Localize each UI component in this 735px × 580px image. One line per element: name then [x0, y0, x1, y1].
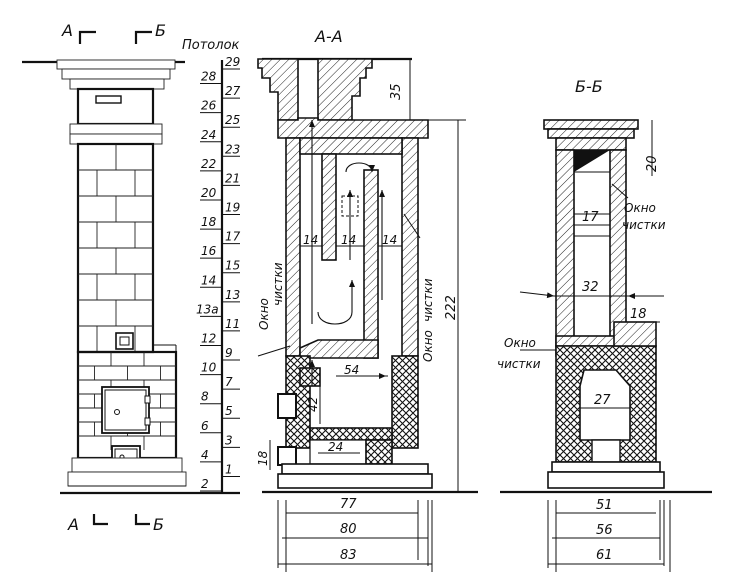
- dim-aa-54: 54: [344, 363, 359, 377]
- dim-aa-35: 35: [389, 83, 404, 100]
- front-view: А Б А Б: [22, 21, 240, 534]
- course-number-right: 29: [225, 55, 240, 69]
- dim-aa-83: 83: [340, 548, 357, 563]
- course-number-left: 16: [201, 244, 217, 258]
- dim-aa-42: 42: [306, 397, 320, 412]
- dim-aa-24: 24: [328, 440, 343, 454]
- dim-bb-32: 32: [582, 280, 599, 295]
- section-mark-a-bottom: [92, 514, 108, 526]
- dim-bb-18: 18: [630, 307, 647, 322]
- course-number-right: 13: [225, 288, 240, 302]
- dim-aa-14a: 14: [303, 233, 318, 247]
- course-number-left: 12: [201, 331, 216, 345]
- course-number-right: 7: [225, 375, 233, 389]
- course-number-right: 1: [225, 462, 233, 476]
- course-number-right: 21: [225, 171, 240, 185]
- course-number-right: 25: [225, 113, 240, 127]
- course-number-left: 6: [201, 419, 209, 433]
- dim-aa-14c: 14: [382, 233, 397, 247]
- dim-bb-56: 56: [596, 523, 613, 538]
- course-number-right: 27: [225, 84, 241, 98]
- dim-aa-222: 222: [444, 295, 459, 320]
- cleanout-aa-left-2: чистки: [271, 262, 285, 306]
- dim-aa-18: 18: [256, 450, 270, 466]
- fire-door: [101, 386, 150, 434]
- course-number-right: 23: [225, 142, 240, 156]
- cleanout-aa-right-2: чистки: [421, 278, 435, 322]
- cleanout-bb-left-1: Окно: [504, 336, 536, 350]
- dim-bb-27: 27: [594, 393, 611, 408]
- course-number-left: 20: [201, 186, 217, 200]
- dim-aa-80: 80: [340, 522, 357, 537]
- label-b-bottom: Б: [153, 515, 164, 534]
- firebox-opening: [579, 369, 631, 441]
- damper-slot: [95, 95, 122, 104]
- course-number-left: 4: [201, 448, 209, 462]
- course-number-left: 28: [201, 70, 217, 84]
- course-number-left: 8: [201, 390, 209, 404]
- label-b-top: Б: [155, 21, 166, 40]
- dim-bb-51: 51: [596, 498, 613, 513]
- course-number-right: 5: [225, 404, 233, 418]
- course-number-left: 10: [201, 361, 217, 375]
- cleanout-door-front: [115, 332, 134, 350]
- cleanout-bb-top-2: чистки: [622, 218, 666, 232]
- section-aa-title: А-А: [314, 27, 343, 46]
- course-scale: Потолок 29282726252423222120191817161514…: [182, 38, 241, 492]
- dim-bb-61: 61: [596, 548, 613, 563]
- section-mark-b-bottom: [134, 514, 150, 526]
- cleanout-aa-left-1: Окно: [257, 298, 271, 330]
- label-a-bottom: А: [67, 515, 79, 534]
- cleanout-bb-top-1: Окно: [624, 201, 656, 215]
- course-number-left: 14: [201, 273, 216, 287]
- section-bb-title: Б-Б: [575, 77, 603, 96]
- course-number-right: 9: [225, 346, 233, 360]
- section-bb: Б-Б: [497, 77, 712, 572]
- cleanout-bb-left-2: чистки: [497, 357, 541, 371]
- course-number-right: 3: [225, 433, 233, 447]
- course-number-left: 22: [201, 157, 216, 171]
- dim-bb-20: 20: [645, 155, 660, 172]
- damper-triangle: [574, 150, 610, 172]
- section-aa: А-А: [256, 27, 478, 572]
- course-number-right: 15: [225, 259, 240, 273]
- course-number-left: 2: [201, 477, 209, 491]
- course-number-right: 17: [225, 230, 241, 244]
- course-number-left: 26: [201, 99, 217, 113]
- section-mark-a-top: [78, 30, 96, 44]
- dim-bb-17: 17: [582, 210, 599, 225]
- course-number-right: 19: [225, 201, 240, 215]
- ceiling-label: Потолок: [182, 38, 240, 53]
- label-a-top: А: [61, 21, 73, 40]
- cleanout-aa-right-1: Окно: [421, 330, 435, 362]
- dim-aa-77: 77: [340, 497, 357, 512]
- dim-aa-14b: 14: [341, 233, 356, 247]
- course-number-left: 18: [201, 215, 217, 229]
- course-number-left: 24: [201, 128, 216, 142]
- course-number-right: 11: [225, 317, 240, 331]
- section-mark-b-top: [134, 30, 152, 44]
- course-number-left: 13а: [196, 302, 219, 316]
